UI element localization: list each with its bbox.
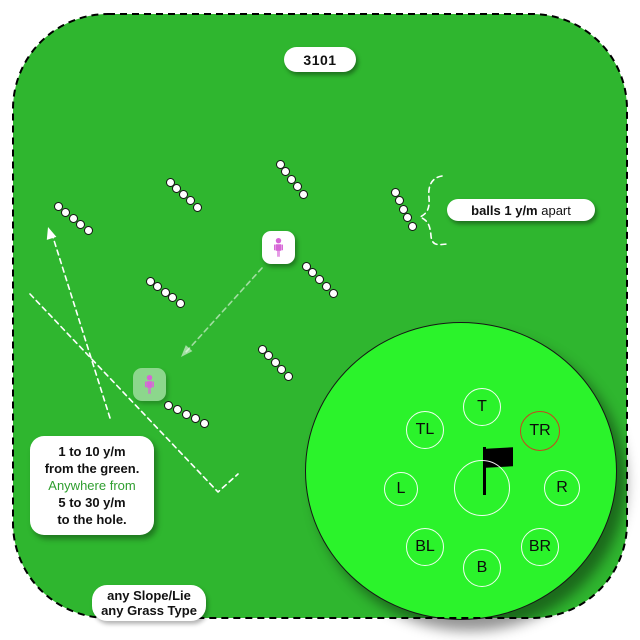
conditions-note-line1: any Slope/Lie <box>107 588 191 603</box>
target-spot-label: BL <box>415 538 435 555</box>
target-spot-T: T <box>463 388 501 426</box>
target-spot-B: B <box>463 549 501 587</box>
target-spot-label: TR <box>529 422 551 439</box>
target-spot-hole <box>454 460 510 516</box>
target-spot-BL: BL <box>406 528 444 566</box>
target-spot-R: R <box>544 470 580 506</box>
target-spot-TR: TR <box>520 411 560 451</box>
conditions-note-line2: any Grass Type <box>101 603 197 618</box>
target-spot-L: L <box>384 472 418 506</box>
target-spot-label: TL <box>415 421 435 438</box>
target-spot-label: B <box>476 559 488 576</box>
target-spot-label: BR <box>528 538 552 555</box>
target-spot-label: T <box>477 398 487 415</box>
target-spot-BR: BR <box>521 528 559 566</box>
target-spot-label: R <box>556 479 568 496</box>
target-spot-TL: TL <box>406 411 444 449</box>
conditions-note: any Slope/Lie any Grass Type <box>92 585 206 621</box>
target-spot-label: L <box>396 480 406 497</box>
